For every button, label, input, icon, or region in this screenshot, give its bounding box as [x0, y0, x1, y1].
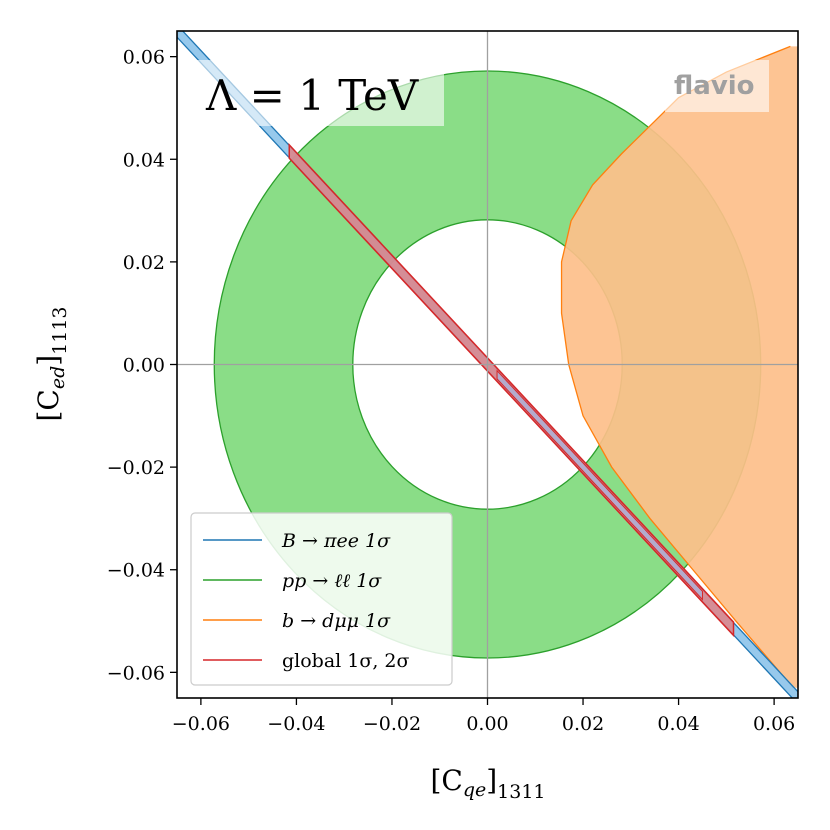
global-1sigma-band — [496, 369, 703, 601]
x-tick-label: −0.02 — [363, 713, 421, 735]
y-tick-label: 0.06 — [123, 47, 165, 69]
y-tick-label: −0.06 — [107, 662, 165, 684]
legend-item: pp → ℓℓ 1σ — [203, 570, 382, 592]
x-tick-label: 0.00 — [466, 713, 508, 735]
brand-annotation-box — [665, 60, 769, 112]
legend-label: b → dμμ 1σ — [282, 610, 391, 632]
y-tick-label: −0.02 — [107, 457, 165, 479]
b-dmumu-region-fill — [561, 46, 798, 688]
y-axis-ticks: −0.06 −0.04 −0.02 0.00 0.02 0.04 0.06 — [107, 47, 177, 684]
plot-area: Λ = 1 TeV flavio — [177, 31, 798, 698]
x-tick-label: 0.06 — [753, 713, 795, 735]
legend-label: B → πee 1σ — [281, 530, 391, 552]
x-tick-label: 0.02 — [562, 713, 604, 735]
x-tick-label: 0.04 — [657, 713, 699, 735]
y-tick-label: 0.02 — [123, 252, 165, 274]
scale-annotation: Λ = 1 TeV — [197, 60, 444, 126]
scale-annotation-box — [197, 60, 444, 126]
legend-label: pp → ℓℓ 1σ — [282, 570, 382, 592]
x-tick-label: −0.06 — [172, 713, 230, 735]
y-tick-label: 0.04 — [123, 149, 165, 171]
x-tick-label: −0.04 — [267, 713, 325, 735]
y-axis-label: [Ced]1113 — [32, 306, 71, 421]
legend: B → πee 1σ pp → ℓℓ 1σ b → dμμ 1σ global 1σ,… — [190, 512, 453, 686]
x-axis-label: [Cqe]1311 — [430, 764, 545, 803]
y-tick-label: 0.00 — [123, 355, 165, 377]
y-tick-label: −0.04 — [107, 560, 165, 582]
b-dmumu-contour — [560, 45, 794, 689]
legend-item: b → dμμ 1σ — [203, 610, 391, 632]
legend-label: global 1σ, 2σ — [282, 650, 410, 672]
brand-annotation-text: flavio — [674, 71, 755, 101]
legend-box — [190, 512, 453, 686]
x-axis-ticks: −0.06 −0.04 −0.02 0.00 0.02 0.04 0.06 — [172, 698, 795, 735]
scale-annotation-text: Λ = 1 TeV — [205, 71, 419, 120]
legend-item: B → πee 1σ — [203, 530, 391, 552]
brand-annotation: flavio — [665, 60, 769, 112]
legend-item: global 1σ, 2σ — [203, 650, 410, 672]
